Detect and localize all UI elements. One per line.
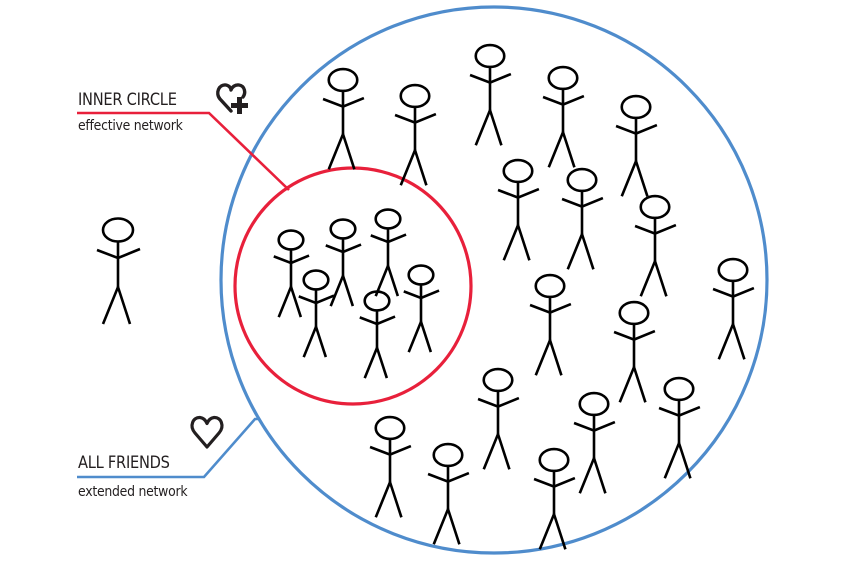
stick-figure-icon (542, 65, 585, 168)
stick-figure-icon (573, 391, 616, 494)
stick-figure-icon (533, 447, 576, 550)
stick-figure-icon (634, 194, 677, 297)
inner-circle-leader-line (77, 111, 290, 191)
stick-figure-icon (615, 94, 658, 197)
inner-circle-title: INNER CIRCLE (78, 90, 177, 110)
stick-figure-icon (712, 257, 755, 360)
stick-figure-icon (394, 83, 437, 186)
stick-figure-icon (427, 442, 470, 545)
all-friends-circle (219, 5, 769, 555)
all-friends-leader-line (77, 417, 259, 479)
heart-plus-icon (216, 83, 248, 114)
stick-figure-icon (273, 229, 310, 318)
stick-figure-icon (658, 376, 701, 479)
heart-outline-icon (190, 415, 224, 449)
stick-figure-icon (613, 300, 656, 403)
people-figures (96, 43, 755, 550)
stick-figure-icon (96, 217, 141, 325)
stick-figure-icon (403, 264, 440, 353)
stick-figure-icon (298, 269, 335, 358)
stick-figure-icon (469, 43, 512, 146)
stick-figure-icon (529, 273, 572, 376)
stick-figure-icon (370, 208, 407, 297)
stick-figure-icon (561, 167, 604, 270)
all-friends-subtitle: extended network (78, 484, 188, 500)
stick-figure-icon (369, 415, 412, 518)
stick-figure-icon (322, 67, 365, 170)
stick-figure-icon (359, 290, 396, 379)
inner-circle-subtitle: effective network (78, 118, 183, 134)
stick-figure-icon (325, 218, 362, 307)
stick-figure-icon (497, 158, 540, 261)
inner-circle (233, 166, 473, 406)
all-friends-title: ALL FRIENDS (78, 453, 170, 473)
stick-figure-icon (477, 367, 520, 470)
